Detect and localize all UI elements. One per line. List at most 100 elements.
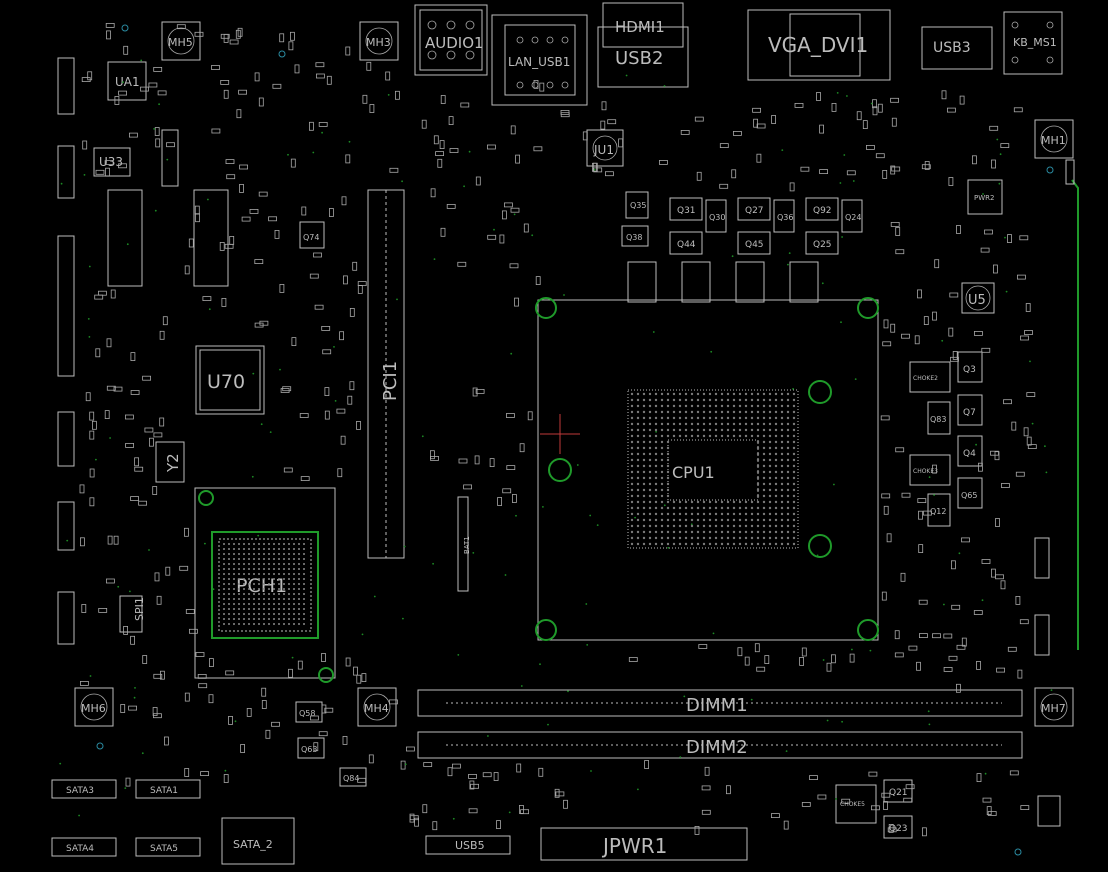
dimm2-slot[interactable]: DIMM2 <box>417 731 1023 759</box>
bga-ball <box>268 543 270 545</box>
bga-ball <box>678 542 682 546</box>
dimm1-slot[interactable]: DIMM1 <box>417 689 1023 717</box>
bga-ball <box>690 506 694 510</box>
smd-pad <box>923 316 929 326</box>
via-speck <box>590 770 592 772</box>
via-speck <box>95 458 97 461</box>
bga-ball <box>268 583 270 585</box>
bga-ball <box>636 452 640 456</box>
smd-pad <box>932 311 937 321</box>
bga-ball <box>648 458 652 462</box>
kb-ms-connector[interactable]: KB_MS1 <box>1003 11 1063 75</box>
pci-slot[interactable]: PCI1 <box>367 189 405 559</box>
via-speck <box>66 539 69 542</box>
lan-usb-connector[interactable]: LAN_USB1 <box>491 14 588 106</box>
smd-pad <box>340 435 346 445</box>
smd-pad <box>704 766 710 776</box>
spi1-header[interactable]: SPI1 <box>119 595 146 633</box>
bga-ball <box>786 404 790 408</box>
smd-pad <box>176 24 186 30</box>
smd-pad <box>1026 436 1032 446</box>
smd-pad <box>991 159 996 169</box>
bga-ball <box>780 512 784 516</box>
smd-pad <box>423 762 433 767</box>
bga-ball <box>283 578 285 580</box>
smd-pad <box>744 656 750 666</box>
smd-pad <box>817 794 827 800</box>
smd-pad <box>463 484 473 490</box>
pwr2-header[interactable]: PWR2 <box>967 179 1003 215</box>
via-speck <box>404 763 407 766</box>
usb5-header[interactable]: USB5 <box>425 835 511 855</box>
bga-ball <box>228 588 230 590</box>
bga-ball <box>642 500 646 504</box>
q38-label: Q38 <box>626 233 642 242</box>
smd-pad <box>959 95 965 105</box>
chip-ju1[interactable]: JU1 <box>586 129 624 167</box>
bga-ball <box>642 518 646 522</box>
via-speck <box>260 423 263 426</box>
bga-ball <box>714 428 718 432</box>
chip-ua1[interactable]: UA1 <box>107 61 147 101</box>
bga-ball <box>654 470 658 474</box>
bga-ball <box>303 568 305 570</box>
chip-u70[interactable]: U70 <box>195 345 265 415</box>
bga-ball <box>253 613 255 615</box>
bga-ball <box>630 428 634 432</box>
vga-dvi-connector[interactable]: VGA_DVI1 <box>747 9 891 81</box>
smd-pad <box>315 73 325 79</box>
usb3-connector[interactable]: USB3 <box>921 26 993 70</box>
smd-pad <box>994 451 1000 461</box>
via-speck <box>975 443 977 446</box>
bga-ball <box>744 416 748 420</box>
chip-pch[interactable]: PCH1 <box>194 487 336 683</box>
smd-pad <box>229 235 235 245</box>
cpu-socket[interactable]: CPU1 <box>535 297 879 641</box>
smd-pad <box>698 644 708 649</box>
via-speck <box>87 318 90 320</box>
bga-ball <box>738 536 742 540</box>
choke5: CHOKE5 <box>835 784 877 824</box>
via-speck <box>403 545 406 548</box>
sata2-connector[interactable]: SATA_2 <box>221 817 295 865</box>
bga-ball <box>768 446 772 450</box>
smd-pad <box>1020 335 1029 341</box>
bga-ball <box>762 476 766 480</box>
bga-ball <box>630 524 634 528</box>
smd-pad <box>516 763 522 773</box>
smd-pad <box>308 121 314 131</box>
smd-pad <box>321 653 326 662</box>
bga-ball <box>253 618 255 620</box>
jpwr1-connector[interactable]: JPWR1 <box>540 827 748 861</box>
via-speck <box>257 534 260 537</box>
smd-pad <box>918 599 928 605</box>
audio-connector[interactable]: AUDIO1 <box>414 4 488 76</box>
smd-pad <box>433 135 439 145</box>
bga-ball <box>756 524 760 528</box>
bga-ball <box>654 512 658 516</box>
bga-ball <box>762 434 766 438</box>
battery-bat1[interactable]: BAT1 <box>457 496 471 592</box>
sata-connectors-left[interactable]: SATA3 SATA1 SATA4 SATA5 <box>51 779 201 857</box>
hdmi-connector[interactable]: HDMI1 <box>602 2 684 48</box>
usb2-connector[interactable]: USB2 <box>597 26 689 88</box>
bga-ball <box>293 558 295 560</box>
bga-ball <box>672 392 676 396</box>
chip-u33[interactable]: U33 <box>93 147 131 177</box>
bga-ball <box>768 452 772 456</box>
bga-ball <box>636 440 640 444</box>
smd-pad <box>356 674 362 684</box>
bga-ball <box>253 573 255 575</box>
bga-ball <box>268 568 270 570</box>
bga-ball <box>684 506 688 510</box>
mh6-label: MH6 <box>81 702 106 715</box>
chip-u5[interactable]: U5 <box>961 282 995 314</box>
bga-ball <box>648 518 652 522</box>
bga-ball <box>283 623 285 625</box>
bga-ball <box>648 428 652 432</box>
bga-ball <box>672 530 676 534</box>
bga-ball <box>303 543 305 545</box>
crystal-y2[interactable]: Y2 <box>155 441 185 483</box>
bga-ball <box>238 603 240 605</box>
smd-pad <box>183 527 189 537</box>
